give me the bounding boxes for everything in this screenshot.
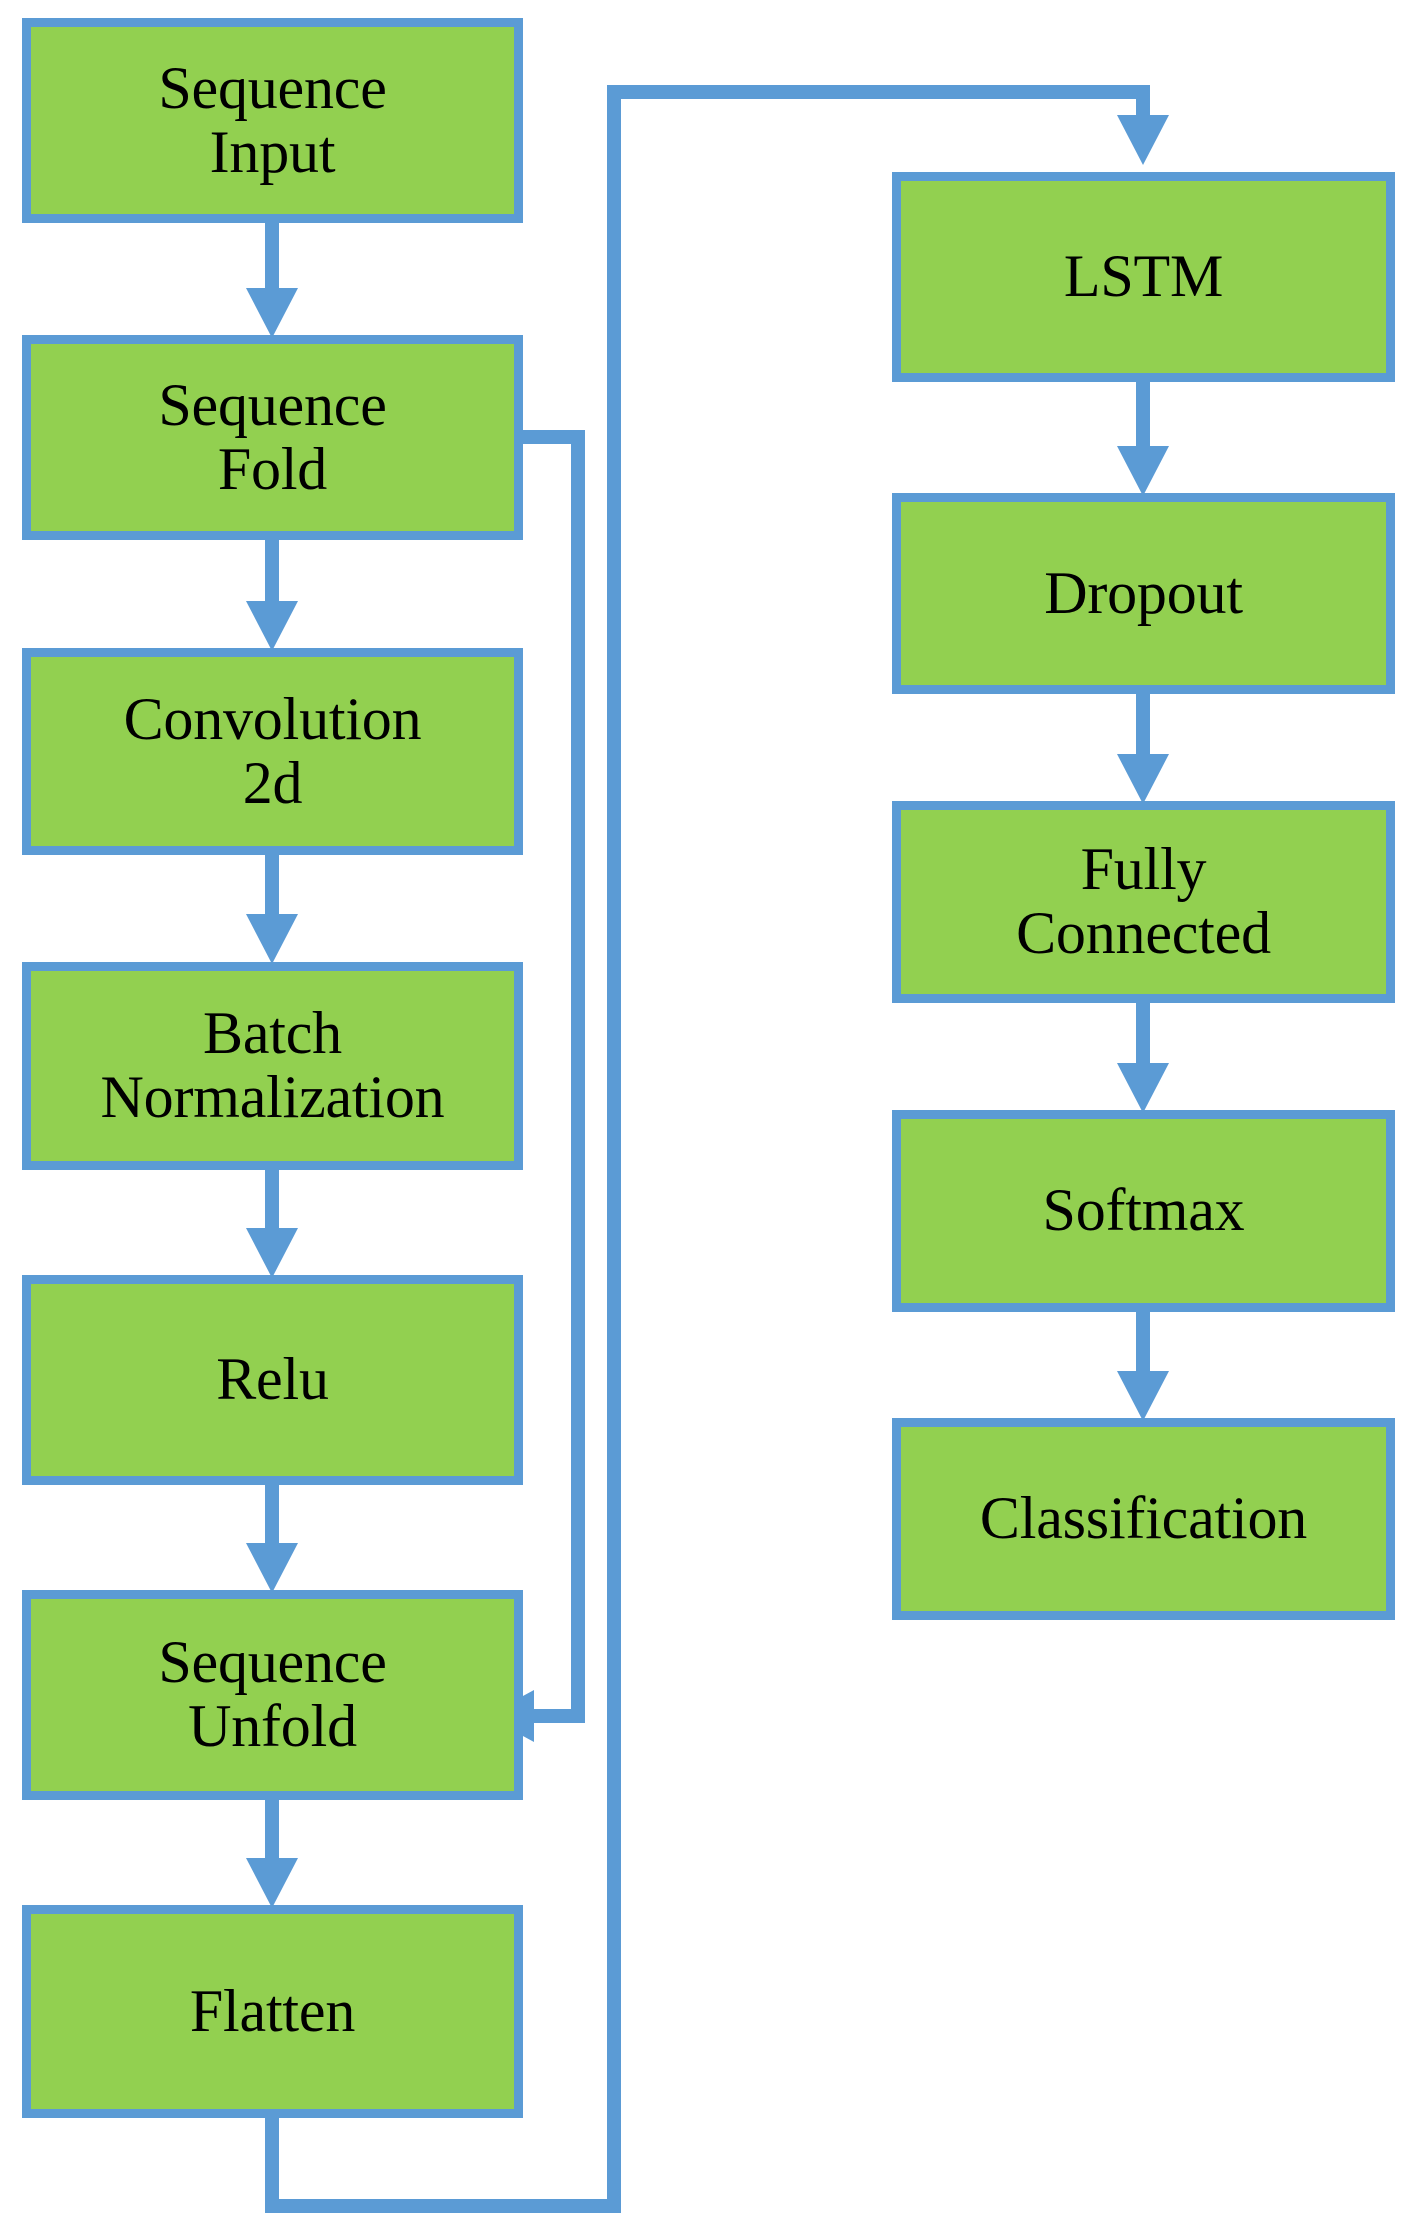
node-label: Convolution 2d: [123, 685, 422, 816]
node-flatten[interactable]: Flatten: [22, 1905, 523, 2118]
arrowhead-relu: [246, 1228, 298, 1278]
arrowhead-convolution-2d: [246, 601, 298, 651]
vertical-connectors: [265, 222, 1150, 1862]
node-label: Dropout: [1044, 559, 1243, 626]
arrowhead-sequence-unfold-top: [246, 1543, 298, 1593]
node-relu[interactable]: Relu: [22, 1275, 523, 1485]
arrowhead-fully-connected: [1117, 754, 1169, 804]
node-sequence-unfold[interactable]: Sequence Unfold: [22, 1590, 523, 1800]
node-sequence-input[interactable]: Sequence Input: [22, 18, 523, 223]
node-label: Batch Normalization: [100, 1000, 445, 1130]
arrowhead-lstm: [1117, 115, 1169, 165]
node-label: Fully Connected: [1016, 836, 1271, 966]
node-label: Sequence Input: [158, 54, 387, 185]
node-lstm[interactable]: LSTM: [892, 172, 1395, 382]
node-label: Sequence Fold: [158, 371, 387, 502]
arrowheads: [246, 115, 1169, 1908]
arrowhead-softmax: [1117, 1063, 1169, 1113]
node-fully-connected[interactable]: Fully Connected: [892, 801, 1395, 1003]
node-label: Classification: [979, 1485, 1308, 1552]
node-label: LSTM: [1063, 243, 1224, 310]
node-classification[interactable]: Classification: [892, 1418, 1395, 1620]
arrowhead-batch-normalization: [246, 914, 298, 964]
node-dropout[interactable]: Dropout: [892, 493, 1395, 694]
node-softmax[interactable]: Softmax: [892, 1110, 1395, 1312]
edge-sequence-fold-to-sequence-unfold: [523, 430, 585, 1723]
arrowhead-flatten: [246, 1858, 298, 1908]
arrowhead-classification: [1117, 1371, 1169, 1421]
node-label: Softmax: [1042, 1177, 1245, 1244]
node-sequence-fold[interactable]: Sequence Fold: [22, 335, 523, 540]
node-label: Sequence Unfold: [158, 1629, 387, 1759]
arrowhead-dropout: [1117, 446, 1169, 496]
node-label: Flatten: [189, 1977, 356, 2044]
node-convolution-2d[interactable]: Convolution 2d: [22, 648, 523, 855]
edge-flatten-to-lstm: [265, 85, 1150, 2213]
arrowhead-sequence-fold: [246, 288, 298, 338]
node-label: Relu: [216, 1346, 329, 1413]
node-batch-normalization[interactable]: Batch Normalization: [22, 962, 523, 1170]
